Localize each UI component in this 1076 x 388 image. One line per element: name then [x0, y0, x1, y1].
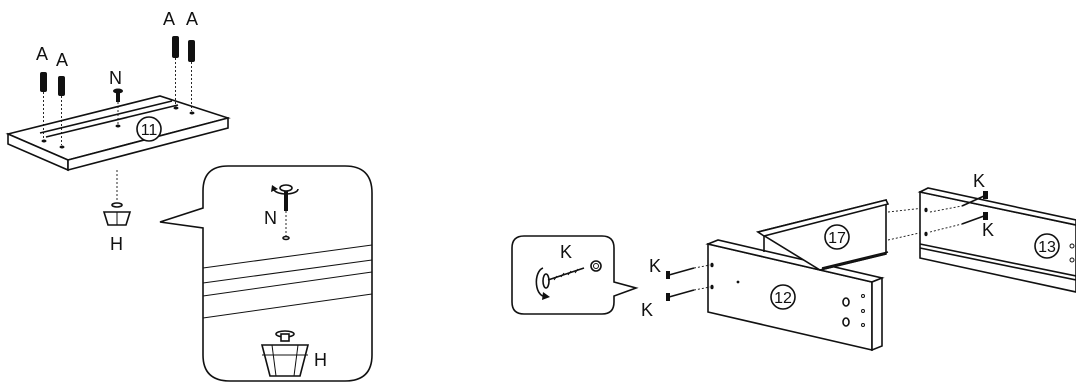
screw-label-side-1: K — [973, 171, 985, 191]
front-panel-group: 12 K K — [641, 239, 885, 352]
screw-label-front-2: K — [641, 300, 653, 320]
bolt-label-top: N — [109, 68, 122, 88]
part-number-11: 11 — [141, 122, 158, 139]
screw-detail-callout: K — [511, 235, 639, 315]
dowel-icon — [172, 36, 195, 111]
screw-label-front-1: K — [649, 256, 661, 276]
bolt-label-detail: N — [264, 208, 277, 228]
dowel-label-left-1: A — [36, 44, 48, 64]
dowel-label-right-2: A — [186, 9, 198, 29]
detail-callout: N H — [159, 165, 373, 382]
dowel-label-left-2: A — [56, 50, 68, 70]
part-number-12: 12 — [774, 290, 792, 307]
screw-label-side-2: K — [982, 220, 994, 240]
foot-label-small: H — [110, 234, 123, 254]
screw-icon — [929, 191, 988, 233]
back-panel-group: 17 — [755, 198, 925, 271]
bottom-panel-group: 11 A A A A N — [5, 9, 231, 254]
foot-label-detail: H — [314, 350, 327, 370]
adjustable-foot-icon — [102, 202, 132, 226]
part-number-17: 17 — [828, 230, 846, 247]
side-panel-group: 13 K K — [917, 171, 1076, 293]
screw-label-detail: K — [560, 242, 572, 262]
screw-icon — [666, 264, 711, 301]
dowel-label-right-1: A — [163, 9, 175, 29]
cam-bolt-icon — [113, 88, 123, 124]
screw-icon — [542, 267, 585, 289]
dowel-icon — [40, 72, 65, 145]
part-number-11-circle — [136, 116, 162, 142]
adjustable-foot-icon — [260, 330, 310, 377]
part-number-13: 13 — [1038, 239, 1056, 256]
